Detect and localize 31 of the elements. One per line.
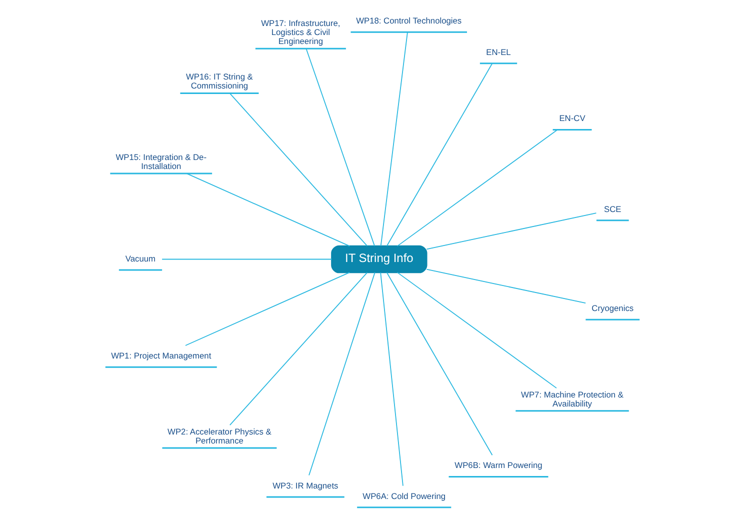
connector	[184, 272, 350, 346]
node-text: WP2: Accelerator Physics & Performance	[167, 426, 271, 446]
connector	[386, 272, 492, 456]
connector	[228, 93, 368, 246]
connector	[426, 212, 596, 250]
connector	[186, 173, 350, 246]
connector	[426, 268, 586, 304]
connector	[396, 129, 558, 246]
connector	[380, 32, 408, 246]
node-text: WP3: IR Magnets	[272, 480, 338, 490]
node-text: WP18: Control Technologies	[356, 16, 462, 26]
connector	[380, 272, 403, 486]
node-text: WP1: Project Management	[110, 350, 211, 361]
node-text: WP17: Infrastructure, Logistics & Civil Engineering	[260, 18, 340, 46]
connector	[396, 272, 556, 389]
connector	[161, 258, 332, 260]
node-box: IT String Info	[330, 245, 427, 274]
connector	[228, 272, 368, 426]
node-text: WP15: Integration & De-Installation	[115, 152, 206, 171]
node-text: WP7: Machine Protection & Availability	[520, 389, 623, 408]
node-text: WP6B: Warm Powering	[454, 460, 542, 470]
connector	[386, 62, 492, 246]
node-text: WP16: IT String & Commissioning	[186, 72, 252, 91]
node-text: EN-EL	[486, 46, 510, 57]
node-text: Vacuum	[124, 253, 156, 264]
node-text: SCE	[604, 204, 621, 214]
connector	[305, 48, 374, 246]
node-text: Cryogenics	[591, 303, 634, 314]
node-text: WP6A: Cold Powering	[362, 490, 446, 501]
node-text: EN-CV	[558, 113, 585, 124]
connector	[308, 272, 375, 476]
